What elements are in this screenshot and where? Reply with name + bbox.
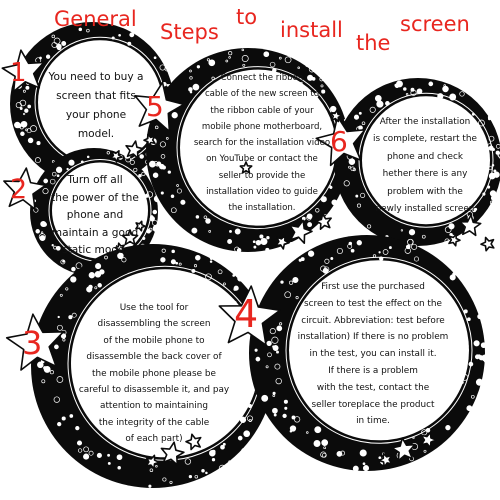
- frame-4: [249, 235, 491, 472]
- title-word-install: install: [280, 18, 343, 42]
- small-star-icon: [185, 433, 202, 451]
- step-4-line: seller toreplace the product: [311, 399, 435, 410]
- star-step-1: [1, 49, 45, 93]
- step-text-4: First use the purchased screen to test t…: [282, 279, 464, 430]
- step-3-line: Use the tool for: [119, 303, 189, 313]
- step-5-line: installation video to guide: [206, 187, 318, 198]
- title-word-steps: Steps: [160, 20, 219, 44]
- step-5-line: on YouTube or contact the: [206, 154, 318, 165]
- star-step-3: [5, 313, 65, 371]
- step-4-line: installation) If there is no problem: [297, 332, 449, 343]
- step-4-line: First use the purchased: [321, 282, 425, 292]
- title-word-general: General: [54, 7, 137, 31]
- small-star-icon: [391, 437, 416, 462]
- step-3-line: of each part): [125, 434, 183, 445]
- step-5-line: search for the installation video: [193, 138, 331, 149]
- step-number-4: 4: [234, 292, 259, 336]
- small-star-icon: [315, 213, 332, 230]
- frame-1: [10, 22, 174, 187]
- step-3-line: disassembling the screen: [97, 319, 211, 330]
- step-4-line: screen to test the effect on the: [304, 298, 442, 309]
- step-2-line: static mode.: [62, 244, 128, 256]
- small-star-icon: [135, 220, 146, 232]
- step-5-line: the ribbon cable of your: [210, 105, 314, 116]
- step-number-6: 6: [330, 125, 348, 158]
- step-6-line: newly installed screen: [375, 204, 475, 215]
- step-text-3: Use the tool for disassembling the scree…: [64, 300, 244, 448]
- step-1-line: your phone: [65, 109, 127, 121]
- small-star-icon: [459, 214, 482, 237]
- star-step-6: [315, 115, 366, 167]
- small-star-icon: [239, 161, 253, 174]
- small-star-icon: [480, 236, 495, 252]
- step-5-line: mobile phone motherboard,: [201, 121, 323, 132]
- small-star-icon: [121, 229, 139, 246]
- step-3-line: the integrity of the cable: [98, 417, 210, 428]
- step-6-line: phone and check: [386, 151, 464, 162]
- step-2-line: Turn off all: [67, 174, 123, 186]
- step-3-line: of the mobile phone to: [103, 335, 205, 346]
- small-star-icon: [378, 452, 393, 468]
- frame-6: [334, 78, 500, 246]
- small-star-icon: [289, 219, 313, 244]
- step-4-line: with the test, contact the: [316, 382, 430, 393]
- step-3-line: disassemble the back cover of: [86, 352, 222, 363]
- star-step-2: [3, 167, 47, 210]
- step-text-2: Turn off all the power of the phone and …: [42, 172, 148, 260]
- small-star-icon: [143, 133, 156, 147]
- small-star-icon: [145, 454, 160, 470]
- star-step-5: [134, 81, 185, 133]
- step-6-line: After the installation: [379, 117, 471, 127]
- title-word-screen: screen: [400, 12, 470, 36]
- small-star-icon: [275, 234, 290, 250]
- step-number-1: 1: [10, 58, 27, 88]
- star-step-4: [218, 285, 281, 346]
- step-text-5: Connect the ribbon cable of the new scre…: [178, 70, 346, 217]
- small-star-icon: [448, 233, 461, 247]
- step-number-3: 3: [22, 324, 43, 362]
- small-star-icon: [114, 242, 125, 254]
- step-6-line: hether there is any: [382, 169, 468, 180]
- small-star-icon: [109, 150, 123, 163]
- step-text-6: After the installation is complete, rest…: [362, 114, 488, 218]
- step-4-line: If there is a problem: [328, 365, 418, 376]
- step-5-line: Connect the ribbon: [220, 73, 304, 83]
- frame-5: [146, 48, 356, 253]
- step-number-2: 2: [10, 174, 28, 205]
- step-3-line: attention to maintaining: [100, 401, 208, 412]
- step-6-line: is complete, restart the: [373, 134, 477, 145]
- small-star-icon: [160, 441, 185, 466]
- step-number-5: 5: [146, 90, 164, 123]
- step-3-line: the mobile phone please be: [92, 368, 216, 379]
- step-5-line: seller to provide the: [218, 170, 306, 181]
- step-text-1: You need to buy a screen that fits your …: [40, 68, 152, 144]
- step-1-line: screen that fits: [56, 90, 136, 102]
- step-2-line: the power of the: [51, 191, 139, 204]
- step-1-line: model.: [77, 128, 115, 140]
- small-star-icon: [420, 431, 437, 449]
- step-2-line: phone and: [66, 209, 124, 221]
- title-word-to: to: [236, 5, 258, 29]
- step-5-line: cable of the new screen to: [204, 89, 320, 100]
- small-star-icon: [329, 109, 343, 123]
- step-3-line: careful to disassemble it, and pay: [78, 385, 230, 396]
- step-2-line: maintain a good: [51, 226, 139, 239]
- step-4-line: in time.: [356, 416, 390, 427]
- step-4-line: in the test, you can install it.: [309, 349, 437, 360]
- step-4-line: circuit. Abbreviation: test before: [301, 315, 445, 326]
- step-5-line: the installation.: [228, 203, 296, 214]
- step-6-line: problem with the: [387, 186, 463, 197]
- step-1-line: You need to buy a: [48, 71, 144, 83]
- title-word-the: the: [356, 31, 391, 55]
- small-star-icon: [125, 140, 144, 159]
